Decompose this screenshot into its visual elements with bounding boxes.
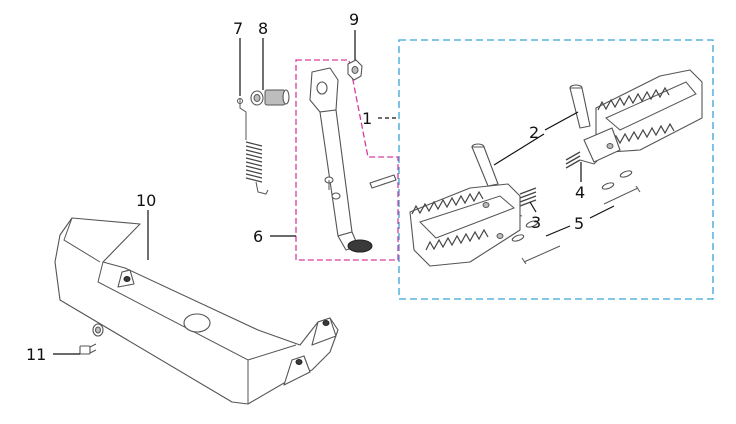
pin-2-right-part bbox=[569, 84, 591, 129]
footpeg-group-box bbox=[398, 39, 714, 300]
leader-2a bbox=[493, 133, 545, 166]
callout-7: 7 bbox=[233, 19, 243, 38]
leader-5a bbox=[545, 225, 571, 237]
callout-9: 9 bbox=[349, 10, 359, 29]
callout-2: 2 bbox=[529, 123, 539, 142]
sidestand-group-box bbox=[295, 59, 399, 261]
callout-8: 8 bbox=[258, 19, 268, 38]
side-stand-part bbox=[309, 67, 397, 253]
leader-2b bbox=[544, 111, 579, 131]
callout-10: 10 bbox=[136, 191, 156, 210]
leader-5b bbox=[589, 205, 615, 219]
callout-3: 3 bbox=[531, 213, 541, 232]
skid-plate-part bbox=[54, 217, 339, 405]
bolt-11-part bbox=[79, 323, 104, 355]
spring-7-part bbox=[237, 98, 269, 195]
nut-9-part bbox=[347, 59, 363, 81]
footpeg-left-part bbox=[409, 183, 521, 267]
callout-1: 1 bbox=[362, 109, 372, 128]
bolt-8-part bbox=[250, 89, 290, 106]
callout-11: 11 bbox=[26, 345, 46, 364]
pin-2-left-part bbox=[471, 143, 499, 187]
leader-lines bbox=[53, 30, 615, 355]
callout-6: 6 bbox=[253, 227, 263, 246]
callout-4: 4 bbox=[575, 183, 585, 202]
cotter-pins-5-part bbox=[511, 170, 641, 265]
callout-5: 5 bbox=[574, 214, 584, 233]
footpeg-right-part bbox=[583, 69, 703, 163]
leader-3 bbox=[529, 201, 537, 213]
